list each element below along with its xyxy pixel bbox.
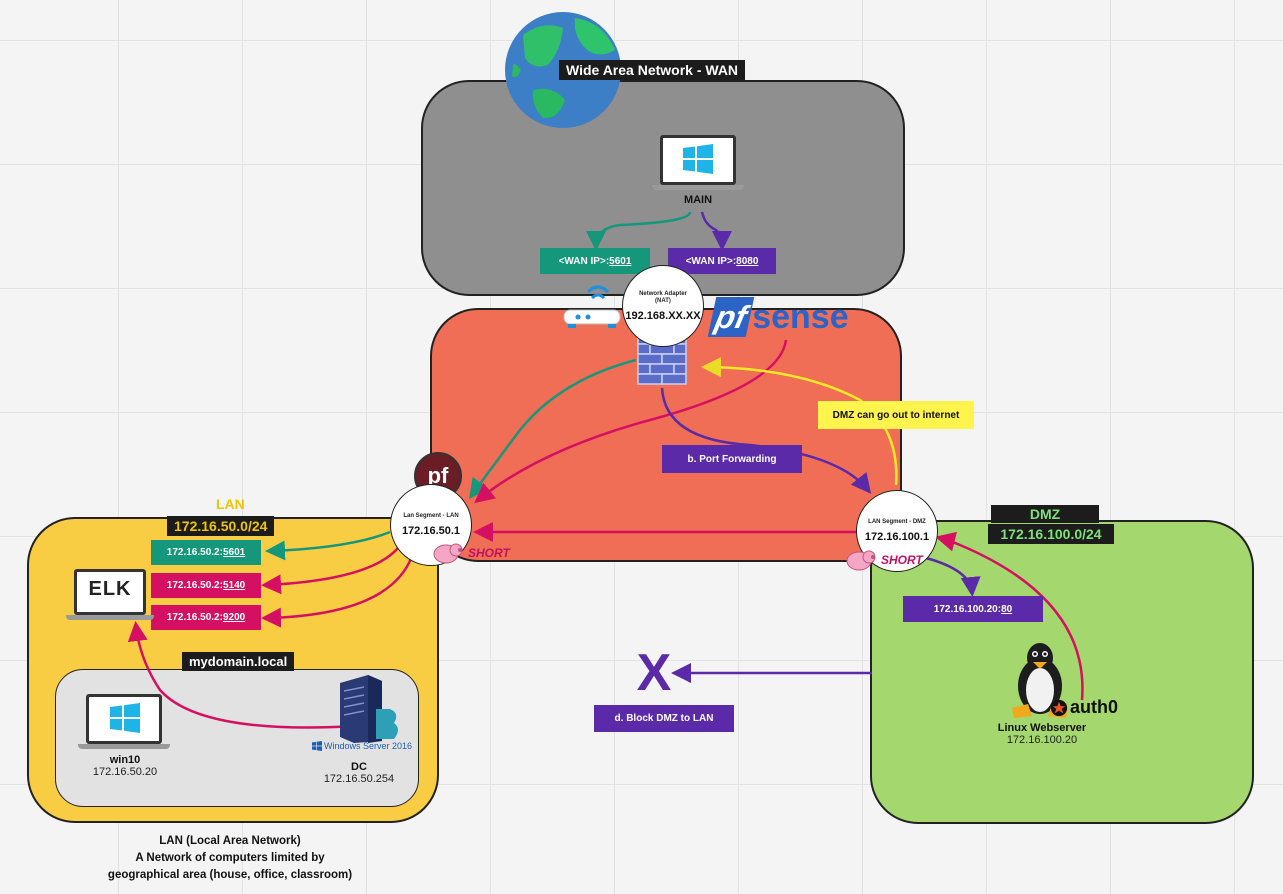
lan-segment-ip: 172.16.50.1 — [401, 525, 461, 537]
block-dmz-note: d. Block DMZ to LAN — [594, 705, 734, 732]
main-laptop-base — [652, 185, 744, 190]
dmz-tag-80-prefix: 172.16.100.20: — [933, 603, 1002, 615]
pfsense-logo-pf: pf — [707, 297, 755, 337]
port-forwarding-note: b. Port Forwarding — [662, 445, 802, 473]
wan-tag-8080-port: 8080 — [736, 255, 759, 267]
main-host-label: MAIN — [683, 194, 713, 206]
wan-title: Wide Area Network - WAN — [559, 60, 746, 80]
lan-title: LAN — [216, 496, 245, 512]
dmz-tag-80-port: 80 — [1001, 603, 1013, 615]
lan-tag-5140-port: 5140 — [222, 580, 246, 591]
windows-flag-icon — [312, 741, 322, 751]
win10-ip: 172.16.50.20 — [92, 766, 158, 778]
wan-tag-5601-port: 5601 — [609, 255, 632, 267]
lan-tag-9200: 172.16.50.2:9200 — [151, 605, 261, 630]
webserver-name: Linux Webserver — [997, 722, 1087, 734]
dmz-internet-note: DMZ can go out to internet — [818, 401, 974, 429]
lan-tag-5140-prefix: 172.16.50.2: — [166, 580, 223, 591]
pig-icon — [433, 543, 463, 564]
snort-logo-lan: SHORT — [432, 538, 510, 568]
dmz-segment-label: LAN Segment - DMZ — [868, 519, 926, 525]
lan-tag-5601-prefix: 172.16.50.2: — [166, 547, 223, 558]
nat-adapter-ip: 192.168.XX.XX — [625, 309, 701, 322]
auth0-logo: auth0 — [1050, 697, 1118, 718]
dmz-segment-ip: 172.16.100.1 — [864, 531, 930, 543]
dmz-subnet: 172.16.100.0/24 — [988, 524, 1114, 544]
elk-logo-text: ELK — [88, 578, 132, 600]
lan-tag-9200-prefix: 172.16.50.2: — [166, 612, 223, 623]
elk-logo: ELK — [82, 578, 138, 601]
nat-adapter-label: Network Adapter (NAT) — [639, 290, 687, 304]
elk-laptop-base — [66, 615, 154, 620]
dc-name: DC — [351, 761, 367, 773]
star-icon — [1050, 699, 1068, 716]
dmz-zone — [870, 520, 1254, 824]
lan-description-line-3: geographical area (house, office, classr… — [107, 869, 353, 881]
dmz-title: DMZ — [991, 505, 1099, 523]
lan-tag-5140: 172.16.50.2:5140 — [151, 573, 261, 598]
snort-text-lan: SHORT — [468, 546, 510, 560]
lan-tag-9200-port: 9200 — [222, 612, 246, 623]
webserver-ip: 172.16.100.20 — [1006, 734, 1078, 746]
auth0-text: auth0 — [1070, 697, 1119, 717]
windows-server-logo: Windows Server 2016 — [312, 741, 412, 751]
elk-laptop-screen — [74, 569, 146, 615]
lan-tag-5601: 172.16.50.2:5601 — [151, 540, 261, 565]
wan-tag-5601-prefix: <WAN IP>: — [558, 255, 610, 267]
windows-logo-icon — [110, 703, 140, 733]
win10-laptop-base — [78, 744, 170, 749]
nat-adapter-node: Network Adapter (NAT) 192.168.XX.XX — [622, 265, 704, 347]
pig-icon — [846, 550, 876, 571]
pf-badge-text: pf — [427, 463, 449, 488]
domain-label: mydomain.local — [182, 652, 295, 671]
dc-caption: DC 172.16.50.254 — [314, 761, 404, 785]
windows-logo-icon — [683, 144, 713, 174]
wan-tag-5601: <WAN IP>:5601 — [540, 248, 650, 274]
dmz-tag-80: 172.16.100.20:80 — [903, 596, 1043, 622]
snort-text-dmz: SHORT — [881, 553, 923, 567]
router-icon — [563, 285, 621, 328]
lan-description: LAN (Local Area Network) A Network of co… — [70, 833, 390, 884]
lan-subnet: 172.16.50.0/24 — [167, 516, 275, 536]
pfsense-logo-sense: sense — [752, 297, 849, 336]
windows-server-text: Windows Server 2016 — [324, 741, 413, 751]
snort-logo-dmz: SHORT — [845, 545, 923, 575]
lan-description-line-2: A Network of computers limited by — [135, 852, 325, 864]
win10-name: win10 — [109, 754, 141, 766]
server-icon — [340, 675, 398, 743]
wan-tag-8080: <WAN IP>:8080 — [668, 248, 776, 274]
lan-segment-label: Lan Segment - LAN — [403, 513, 459, 519]
linux-tux-icon — [1012, 643, 1068, 718]
pfsense-logo: pf sense — [707, 292, 849, 342]
dc-ip: 172.16.50.254 — [323, 773, 395, 785]
lan-description-line-1: LAN (Local Area Network) — [159, 835, 301, 847]
wan-tag-8080-prefix: <WAN IP>: — [685, 255, 737, 267]
block-x-mark: X — [636, 644, 672, 702]
webserver-caption: Linux Webserver 172.16.100.20 — [992, 722, 1092, 746]
win10-caption: win10 172.16.50.20 — [80, 754, 170, 778]
lan-tag-5601-port: 5601 — [222, 547, 246, 558]
